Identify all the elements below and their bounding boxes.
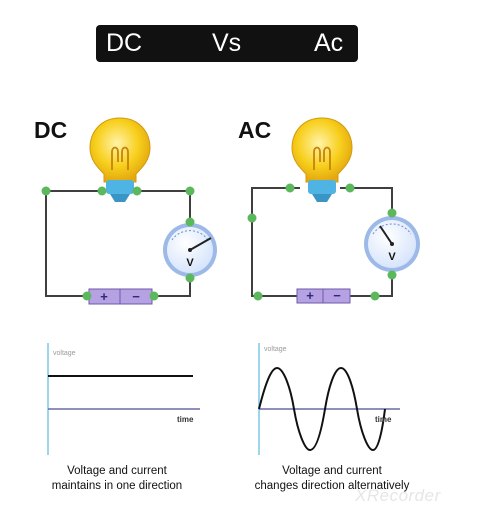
voltmeter-icon bbox=[364, 216, 420, 272]
ac-node bbox=[387, 270, 397, 280]
dc-caption-line1: Voltage and current bbox=[67, 465, 167, 477]
ac-voltage-wave bbox=[258, 366, 386, 452]
dc-battery-minus: − bbox=[132, 289, 140, 304]
dc-graph-xlabel: time bbox=[177, 415, 194, 424]
ac-wire bbox=[340, 187, 393, 213]
ac-node bbox=[247, 213, 257, 223]
ac-circuit: V + − bbox=[247, 117, 420, 304]
ac-graph-ylabel: voltage bbox=[264, 346, 287, 353]
light-bulb-icon bbox=[89, 117, 151, 202]
dc-node bbox=[185, 186, 195, 196]
ac-battery-minus: − bbox=[333, 288, 341, 303]
dc-caption-line2: maintains in one direction bbox=[51, 480, 183, 492]
ac-node bbox=[387, 208, 397, 218]
ac-caption-line1: Voltage and current bbox=[282, 465, 382, 477]
dc-node bbox=[149, 291, 159, 301]
dc-graph: voltage time bbox=[47, 343, 200, 455]
battery-icon bbox=[88, 288, 153, 305]
dc-node bbox=[97, 186, 107, 196]
dc-node bbox=[185, 273, 195, 283]
light-bulb-icon bbox=[291, 117, 353, 202]
watermark: XRecorder bbox=[355, 486, 441, 505]
dc-node bbox=[185, 217, 195, 227]
ac-heading: AC bbox=[238, 117, 272, 143]
ac-node bbox=[345, 183, 355, 193]
dc-wire bbox=[137, 190, 191, 222]
dc-node bbox=[82, 291, 92, 301]
ac-graph-xlabel: time bbox=[375, 415, 392, 424]
dc-graph-ylabel: voltage bbox=[53, 350, 76, 357]
dc-node bbox=[132, 186, 142, 196]
ac-caption: Voltage and current changes direction al… bbox=[222, 464, 442, 494]
dc-meter-label: V bbox=[186, 257, 194, 269]
dc-circuit: V + − bbox=[41, 117, 217, 305]
ac-wire bbox=[350, 275, 393, 297]
ac-meter-label: V bbox=[388, 251, 396, 263]
dc-battery-plus: + bbox=[100, 289, 108, 304]
title-bar: DC Vs Ac bbox=[96, 25, 358, 62]
ac-battery-plus: + bbox=[306, 288, 314, 303]
ac-node bbox=[253, 291, 263, 301]
dc-wire bbox=[45, 190, 102, 297]
title-vs: Vs bbox=[212, 29, 242, 57]
voltmeter-icon bbox=[163, 223, 217, 277]
ac-node bbox=[370, 291, 380, 301]
title-ac: Ac bbox=[314, 29, 344, 57]
title-dc: DC bbox=[106, 29, 143, 57]
ac-node bbox=[285, 183, 295, 193]
battery-icon bbox=[296, 288, 351, 304]
dc-heading: DC bbox=[34, 117, 68, 143]
dc-node bbox=[41, 186, 51, 196]
dc-wire bbox=[154, 278, 191, 297]
ac-caption-line2: changes direction alternatively bbox=[254, 480, 410, 492]
ac-wire bbox=[251, 187, 300, 297]
ac-graph: voltage time bbox=[258, 343, 400, 455]
dc-caption: Voltage and current maintains in one dir… bbox=[7, 464, 227, 494]
